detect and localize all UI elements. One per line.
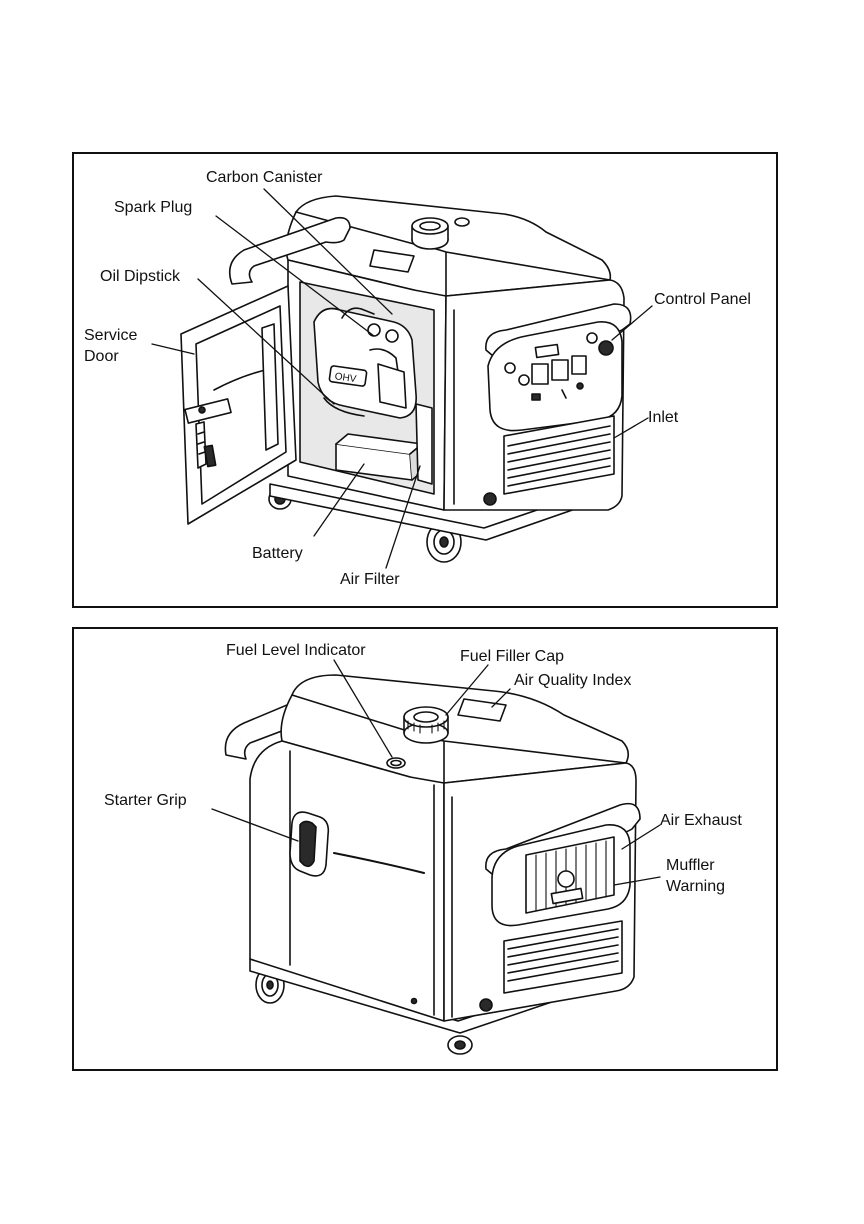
- air-quality-index-label: Air Quality Index: [514, 671, 631, 690]
- service-door-label-line2: Door: [84, 347, 119, 366]
- battery-label: Battery: [252, 544, 303, 563]
- muffler-warning-icon: [558, 871, 574, 887]
- starter-grip-label: Starter Grip: [104, 791, 187, 810]
- control-panel-label: Control Panel: [654, 290, 751, 309]
- fuel-filler-cap-icon: [404, 707, 448, 743]
- fuel-filler-cap-label: Fuel Filler Cap: [460, 647, 564, 666]
- fuel-level-indicator-label: Fuel Level Indicator: [226, 641, 366, 660]
- air-filter-label: Air Filter: [340, 570, 400, 589]
- open-service-door-view-panel: OHV: [72, 152, 778, 608]
- side-bolt: [412, 999, 417, 1004]
- inlet-label: Inlet: [648, 408, 678, 427]
- fuel-level-indicator-icon: [387, 758, 405, 768]
- closed-generator-view-panel: Fuel Level Indicator Fuel Filler Cap Air…: [72, 627, 778, 1071]
- muffler-warning-label-line2: Warning: [666, 877, 725, 896]
- air-exhaust-label: Air Exhaust: [660, 811, 742, 830]
- front-wheel-icon: [448, 1036, 472, 1054]
- oil-dipstick-label: Oil Dipstick: [100, 267, 180, 286]
- starter-grip-icon: [290, 812, 328, 876]
- generator-closed-illustration: [74, 629, 776, 1069]
- front-bolt: [480, 999, 492, 1011]
- spark-plug-label: Spark Plug: [114, 198, 192, 217]
- front-bolt: [484, 493, 496, 505]
- service-door-label-line1: Service: [84, 326, 137, 345]
- generator-open-door-illustration: OHV: [74, 154, 776, 606]
- carbon-canister-label: Carbon Canister: [206, 168, 323, 187]
- muffler-warning-label-line1: Muffler: [666, 856, 715, 875]
